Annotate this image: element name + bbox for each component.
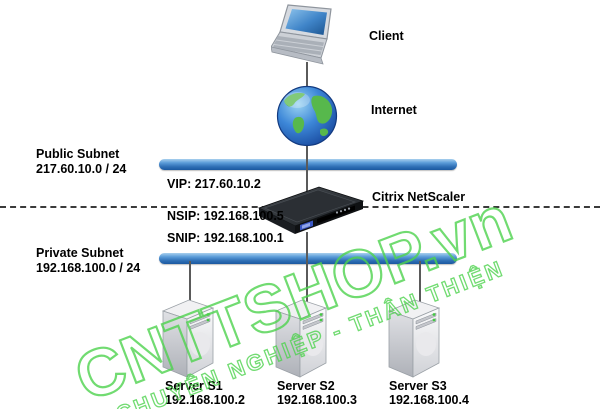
private-subnet-label: Private Subnet 192.168.100.0 / 24: [36, 246, 140, 276]
netscaler-appliance-icon: [257, 186, 365, 234]
server-icon: [161, 299, 215, 378]
server1-label: Server S1 192.168.100.2: [165, 379, 245, 407]
internet-globe-icon: [276, 85, 338, 147]
connection-line-client-internet: [306, 62, 308, 90]
snip-label: SNIP: 192.168.100.1: [167, 231, 284, 245]
server2-name: Server S2: [277, 379, 335, 393]
connection-line-bus-server1: [189, 261, 191, 302]
server1-ip: 192.168.100.2: [165, 393, 245, 407]
server3-label: Server S3 192.168.100.4: [389, 379, 469, 407]
server3-ip: 192.168.100.4: [389, 393, 469, 407]
nsip-label: NSIP: 192.168.100.5: [167, 209, 284, 223]
internet-label: Internet: [371, 103, 417, 117]
server-icon: [387, 299, 441, 378]
public-subnet-bus: [159, 159, 457, 170]
connection-line-internet-netscaler: [306, 144, 308, 194]
server2-ip: 192.168.100.3: [277, 393, 357, 407]
connection-line-netscaler-server2: [306, 232, 308, 302]
server-icon: [274, 299, 328, 378]
private-subnet-bus: [159, 253, 457, 264]
netscaler-label: Citrix NetScaler: [372, 190, 466, 204]
public-subnet-title: Public Subnet: [36, 147, 120, 161]
private-subnet-cidr: 192.168.100.0 / 24: [36, 261, 141, 275]
vip-label: VIP: 217.60.10.2: [167, 177, 261, 191]
client-label: Client: [369, 29, 404, 43]
connection-line-bus-server3: [419, 261, 421, 302]
private-subnet-title: Private Subnet: [36, 246, 124, 260]
server1-name: Server S1: [165, 379, 223, 393]
public-subnet-cidr: 217.60.10.0 / 24: [36, 162, 127, 176]
server2-label: Server S2 192.168.100.3: [277, 379, 357, 407]
server3-name: Server S3: [389, 379, 447, 393]
client-laptop-icon: [271, 4, 332, 65]
public-subnet-label: Public Subnet 217.60.10.0 / 24: [36, 147, 126, 177]
